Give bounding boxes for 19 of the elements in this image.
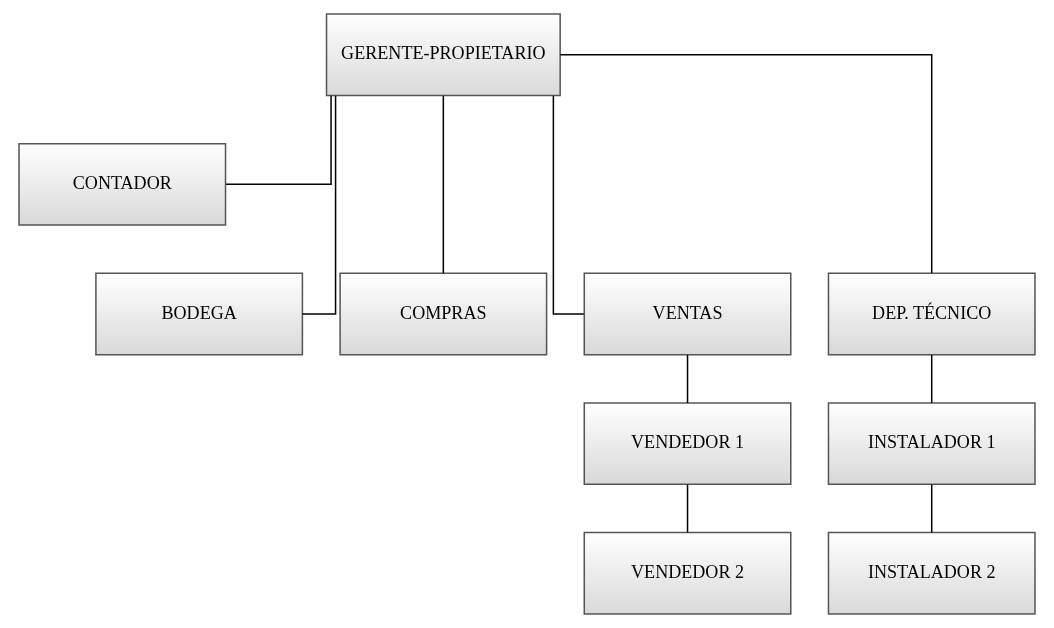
node-box: COMPRAS [339,272,548,356]
node-box: VENDEDOR 1 [583,402,792,486]
connector [552,95,585,315]
node-box: BODEGA [95,272,304,356]
node-box: VENDEDOR 2 [583,531,792,615]
node-box: GERENTE-PROPIETARIO [325,13,561,97]
node-box: VENTAS [583,272,792,356]
connector [930,354,933,404]
connector [225,95,332,186]
connector [442,95,445,274]
connector [686,354,689,404]
node-box: DEP. TÉCNICO [827,272,1036,356]
node-box: CONTADOR [18,142,227,226]
connector [930,483,933,534]
connector [686,483,689,534]
node-box: INSTALADOR 2 [827,531,1036,615]
connector [301,95,337,315]
connector [559,54,933,274]
node-box: INSTALADOR 1 [827,402,1036,486]
